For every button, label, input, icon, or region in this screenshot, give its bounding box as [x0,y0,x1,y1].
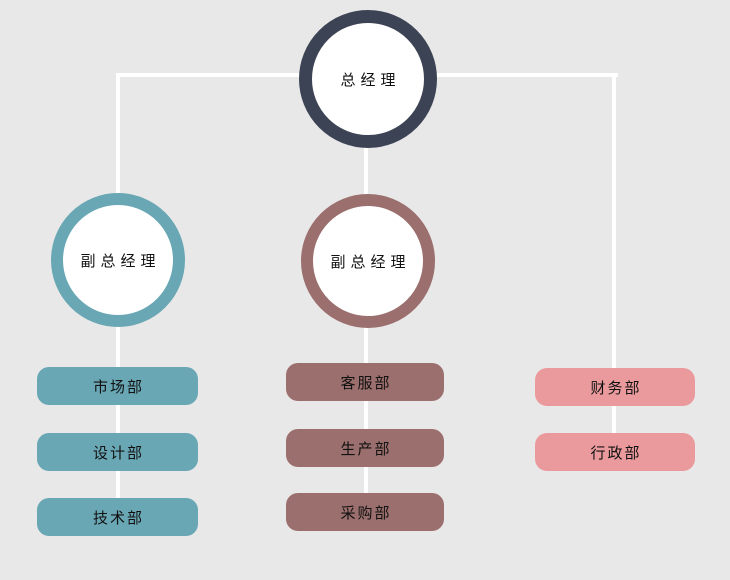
dept-label: 生产部 [340,440,392,458]
dept-label: 采购部 [340,504,392,522]
dept-box-design: 设计部 [37,433,198,471]
dept-box-finance: 财务部 [535,368,695,406]
dept-label: 财务部 [590,379,642,397]
dept-label: 行政部 [590,444,642,462]
deputy-manager-label-middle: 副总经理 [330,253,411,271]
dept-box-administration: 行政部 [535,433,695,471]
general-manager-node: 总经理 [299,10,437,148]
dept-label: 市场部 [92,378,144,396]
deputy-manager-label-left: 副总经理 [80,252,161,270]
dept-box-technology: 技术部 [37,498,198,536]
general-manager-label: 总经理 [340,71,401,89]
dept-box-purchasing: 采购部 [286,493,444,531]
connector-right-vertical [612,73,616,453]
dept-label: 客服部 [340,374,392,392]
dept-box-production: 生产部 [286,429,444,467]
dept-box-customer-service: 客服部 [286,363,444,401]
dept-label: 技术部 [92,509,144,527]
dept-label: 设计部 [92,444,144,462]
deputy-manager-node-middle: 副总经理 [301,194,435,328]
dept-box-marketing: 市场部 [37,367,198,405]
deputy-manager-node-left: 副总经理 [51,193,185,327]
